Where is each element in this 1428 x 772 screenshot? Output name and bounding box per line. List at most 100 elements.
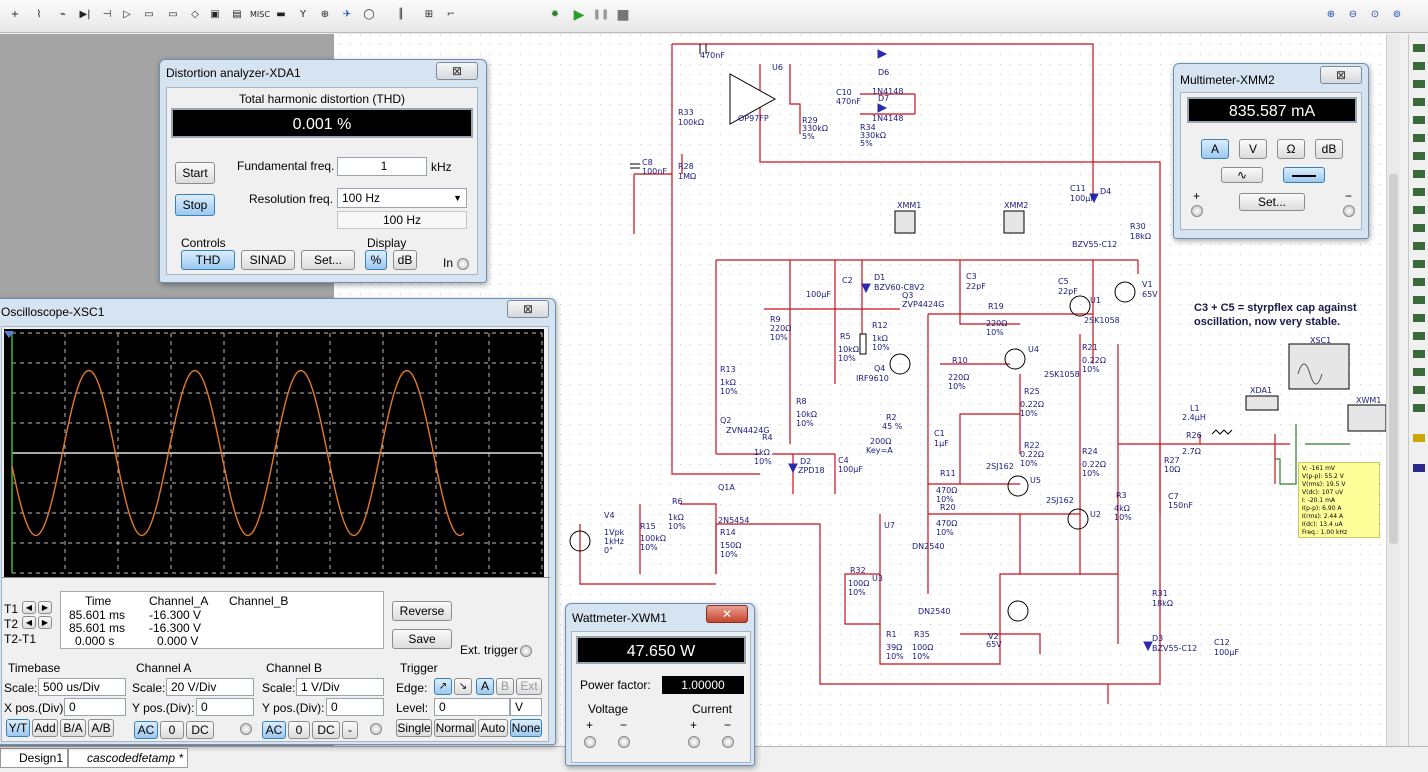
t1-right-arrow-icon[interactable]: ▶ — [38, 601, 52, 614]
current-label: Current — [692, 702, 733, 716]
ladder-icon[interactable]: ◯ — [363, 9, 375, 20]
thd-mode-button[interactable]: THD — [181, 250, 235, 270]
analysis-gear-icon[interactable]: ✹ — [550, 9, 560, 20]
channel-b-terminal[interactable] — [370, 723, 382, 735]
zoom-in-icon[interactable]: ⊕ — [1326, 9, 1336, 20]
scrollbar-thumb[interactable] — [1389, 174, 1398, 544]
rf-icon[interactable]: ▬ — [276, 9, 286, 20]
channel-a-zero-button[interactable]: 0 — [160, 721, 184, 739]
ammeter-mode-button[interactable]: A — [1201, 139, 1229, 159]
vertical-scrollbar[interactable] — [1386, 34, 1400, 746]
channel-b-scale-input[interactable]: 1 V/Div — [296, 678, 384, 696]
ac-mode-button[interactable]: ∿ — [1221, 167, 1263, 183]
trigger-source-a-button[interactable]: A — [476, 678, 494, 695]
connector-icon[interactable]: ⊕ — [320, 9, 330, 20]
multimeter-set-button[interactable]: Set... — [1239, 193, 1305, 211]
channel-a-dc-button[interactable]: DC — [186, 721, 214, 739]
channel-b-neg-button[interactable]: - — [342, 721, 358, 739]
ext-trigger-terminal[interactable] — [520, 645, 532, 657]
channel-a-terminal[interactable] — [240, 723, 252, 735]
none-trigger-button[interactable]: None — [510, 719, 542, 737]
stop-button[interactable]: Stop — [175, 194, 215, 216]
ttl-icon[interactable]: ▭ — [144, 9, 154, 20]
diode-icon[interactable]: ▶| — [79, 9, 91, 20]
timebase-scale-input[interactable]: 500 us/Div — [38, 678, 126, 696]
fundamental-freq-input[interactable]: 1 — [337, 157, 427, 176]
zoom-fit-icon[interactable]: ⊚ — [1392, 9, 1402, 20]
resolution-freq-select[interactable]: 100 Hz ▼ — [337, 188, 467, 208]
trigger-level-unit[interactable]: V — [510, 698, 542, 716]
yt-mode-button[interactable]: Y/T — [6, 719, 30, 737]
dc-mode-button[interactable] — [1283, 167, 1325, 183]
channel-a-ypos-input[interactable]: 0 — [196, 698, 254, 716]
transistor-icon[interactable]: ⊣ — [102, 9, 112, 20]
falling-edge-icon[interactable]: ↘ — [454, 678, 472, 695]
auto-trigger-button[interactable]: Auto — [478, 719, 508, 737]
cmos-icon[interactable]: ▭ — [168, 9, 178, 20]
save-button[interactable]: Save — [392, 629, 452, 649]
wattmeter-close-button[interactable]: ✕ — [706, 605, 748, 623]
channel-a-scale-input[interactable]: 20 V/Div — [166, 678, 254, 696]
db-mode-button[interactable]: dB — [1315, 139, 1343, 159]
antenna-icon[interactable]: Y — [299, 9, 307, 20]
signal-source-icon[interactable]: ⌇ — [36, 9, 42, 20]
current-minus-terminal[interactable] — [722, 736, 734, 748]
current-plus-terminal[interactable] — [688, 736, 700, 748]
bus-icon[interactable]: ║ — [397, 9, 405, 20]
hierarchical-icon[interactable]: ⊞ — [424, 9, 434, 20]
normal-trigger-button[interactable]: Normal — [434, 719, 476, 737]
distortion-close-button[interactable]: ⊠ — [436, 62, 478, 80]
t2-right-arrow-icon[interactable]: ▶ — [38, 616, 52, 629]
indicator-icon[interactable]: ▣ — [210, 9, 220, 20]
multimeter-plus-terminal[interactable] — [1191, 205, 1203, 217]
x-pos-input[interactable]: 0 — [64, 698, 126, 716]
trigger-source-ext-button[interactable]: Ext — [516, 678, 542, 695]
multimeter-minus-terminal[interactable] — [1343, 205, 1355, 217]
zoom-out-icon[interactable]: ⊖ — [1348, 9, 1358, 20]
t1-left-arrow-icon[interactable]: ◀ — [22, 601, 36, 614]
percent-display-button[interactable]: % — [365, 250, 387, 270]
oscilloscope-close-button[interactable]: ⊠ — [507, 300, 549, 318]
basic-component-icon[interactable]: ⌁ — [59, 9, 67, 20]
zoom-area-icon[interactable]: ⊙ — [1370, 9, 1380, 20]
trigger-level-input[interactable]: 0 — [434, 698, 510, 716]
oscilloscope-screen[interactable] — [4, 329, 544, 577]
stop-icon[interactable]: ■ — [616, 7, 630, 23]
ba-mode-button[interactable]: B/A — [60, 719, 86, 737]
analog-ic-icon[interactable]: ▷ — [123, 9, 131, 20]
misc-label[interactable]: MISC — [250, 10, 270, 19]
channel-b-dc-button[interactable]: DC — [312, 721, 340, 739]
single-trigger-button[interactable]: Single — [396, 719, 432, 737]
channel-b-ac-button[interactable]: AC — [262, 721, 286, 739]
voltmeter-mode-button[interactable]: V — [1239, 139, 1267, 159]
t2-left-arrow-icon[interactable]: ◀ — [22, 616, 36, 629]
instrument-icons[interactable] — [1409, 34, 1428, 746]
ni-components-icon[interactable]: ✈ — [342, 9, 352, 20]
sinad-mode-button[interactable]: SINAD — [241, 250, 295, 270]
start-button[interactable]: Start — [175, 162, 215, 184]
label-r10-tol: 10% — [948, 382, 966, 391]
voltage-plus-terminal[interactable] — [584, 736, 596, 748]
channel-a-ac-button[interactable]: AC — [134, 721, 158, 739]
electromech-icon[interactable]: ▤ — [232, 9, 242, 20]
add-mode-button[interactable]: Add — [32, 719, 58, 737]
distortion-set-button[interactable]: Set... — [301, 250, 355, 270]
ab-mode-button[interactable]: A/B — [88, 719, 114, 737]
voltage-minus-terminal[interactable] — [618, 736, 630, 748]
power-source-icon[interactable]: + — [10, 9, 20, 20]
channel-b-zero-button[interactable]: 0 — [288, 721, 310, 739]
channel-b-ypos-input[interactable]: 0 — [326, 698, 384, 716]
reverse-button[interactable]: Reverse — [392, 601, 452, 621]
pause-icon[interactable]: ❚❚ — [592, 9, 610, 20]
mixed-icon[interactable]: ◇ — [191, 9, 199, 20]
tab-cascodedfetamp[interactable]: cascodedfetamp * — [68, 748, 189, 768]
ohmmeter-mode-button[interactable]: Ω — [1277, 139, 1305, 159]
trigger-source-b-button[interactable]: B — [496, 678, 514, 695]
run-icon[interactable]: ▶ — [573, 7, 585, 23]
db-display-button[interactable]: dB — [393, 250, 417, 270]
multimeter-close-button[interactable]: ⊠ — [1320, 66, 1362, 84]
tab-design1[interactable]: Design1 — [0, 748, 69, 768]
rising-edge-icon[interactable]: ↗ — [434, 678, 452, 695]
input-terminal[interactable] — [457, 258, 469, 270]
probe-icon[interactable]: ⌐ — [446, 9, 456, 20]
